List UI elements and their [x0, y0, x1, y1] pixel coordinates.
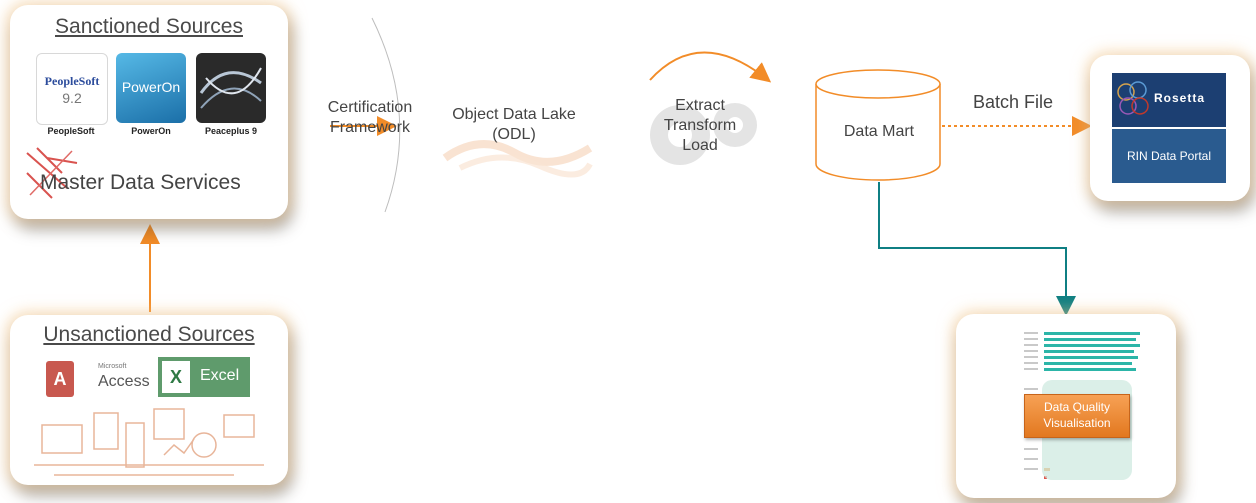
etl-curve-arrow	[649, 51, 772, 83]
data-quality-card: Data Quality Visualisation	[956, 314, 1176, 498]
dq-arrow	[878, 182, 1076, 316]
certification-framework-label: Certification Framework	[327, 99, 413, 136]
odl-label: Object Data Lake (ODL)	[452, 106, 576, 143]
peoplesoft-caption: PeopleSoft	[47, 126, 95, 136]
etl-transform: Transform	[663, 117, 737, 134]
excel-logo: X Excel	[158, 357, 250, 397]
data-collage-icon	[34, 408, 264, 476]
peoplesoft-logo-text: PeopleSoft	[44, 74, 100, 88]
rosetta-logo: Rosetta	[1112, 73, 1226, 127]
sanctioned-sources-title: Sanctioned Sources	[55, 15, 243, 38]
data-lake-wave-icon	[442, 140, 593, 178]
unsanctioned-sources-card: Unsanctioned Sources A Microsoft Access …	[10, 315, 288, 485]
dq-label: Data Quality Visualisation	[1043, 400, 1111, 430]
access-logo: A Microsoft Access	[46, 359, 166, 401]
peaceplus-caption: Peaceplus 9	[204, 126, 258, 136]
poweron-caption: PowerOn	[131, 126, 171, 136]
etl-label: Extract Transform Load	[660, 96, 740, 156]
poweron-logo-text: PowerOn	[121, 79, 181, 95]
peaceplus-logo	[196, 53, 266, 123]
dq-button[interactable]: Data Quality Visualisation	[1024, 394, 1130, 438]
excel-icon: X	[162, 361, 190, 393]
bracket-curve	[371, 17, 401, 213]
data-mart-cylinder	[815, 69, 941, 181]
rin-data-portal-panel: RIN Data Portal	[1112, 129, 1226, 183]
rin-data-portal-label: RIN Data Portal	[1126, 149, 1212, 163]
etl-load: Load	[682, 137, 718, 154]
peoplesoft-version: 9.2	[62, 90, 82, 106]
data-mart-label: Data Mart	[843, 123, 915, 140]
poweron-logo: PowerOn	[116, 53, 186, 123]
mds-icon	[26, 147, 78, 199]
etl-gears-icon	[650, 103, 757, 165]
etl-extract: Extract	[675, 97, 725, 114]
batch-file-label: Batch File	[972, 92, 1054, 112]
sanctioned-sources-card: Sanctioned Sources PeopleSoft 9.2 People…	[10, 5, 288, 219]
rosetta-brand: Rosetta	[1154, 91, 1206, 105]
peaceplus-swirl-icon	[199, 67, 262, 109]
unsanctioned-sources-title: Unsanctioned Sources	[43, 323, 255, 346]
rosetta-card: Rosetta RIN Data Portal	[1090, 55, 1250, 201]
mds-label: Master Data Services	[40, 171, 241, 194]
access-small-text: Microsoft	[98, 363, 127, 370]
peoplesoft-logo: PeopleSoft 9.2	[36, 53, 108, 125]
access-icon: A	[46, 361, 74, 397]
excel-label: Excel	[200, 367, 240, 384]
rosetta-rings-icon	[1117, 81, 1149, 115]
access-label: Access	[98, 373, 150, 390]
